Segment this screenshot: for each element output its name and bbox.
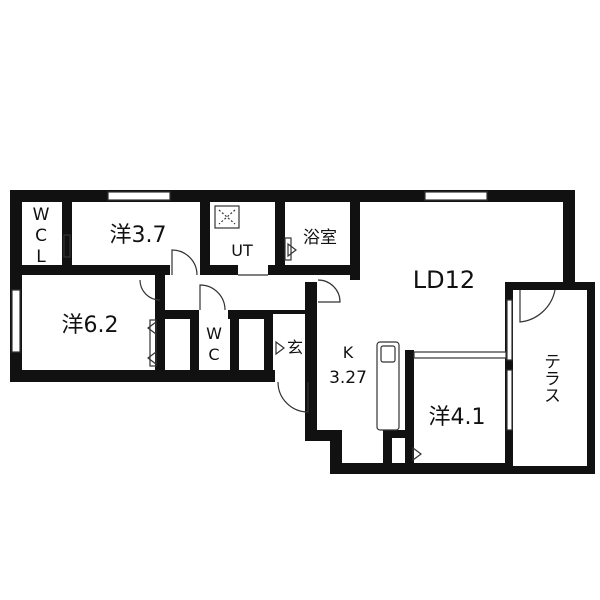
door-w62-swing [139, 279, 161, 301]
wall-w62-right [155, 275, 165, 382]
label-wcl-l: L [36, 247, 46, 267]
wall-terrace-bottom [505, 466, 595, 474]
w62-closet-door [149, 319, 157, 367]
label-ut: UT [231, 241, 253, 260]
door-entrance-swing [277, 381, 309, 413]
kitchen-counter [376, 341, 400, 431]
wall-upper-bottom-3 [268, 265, 360, 275]
wall-w41-left [383, 430, 392, 474]
kitchen-sink [380, 345, 396, 363]
washer-cross-1 [218, 209, 236, 225]
wall-entrance-right [305, 300, 317, 382]
wall-w41-left-top [405, 350, 414, 470]
label-wc-w: W [206, 324, 222, 343]
door-w37-swing [171, 249, 198, 276]
door-ld-swing [317, 279, 341, 303]
wall-w41-inner-bottom [383, 430, 413, 438]
label-terrace: テラス [540, 353, 560, 404]
wall-bottom-left [10, 370, 275, 382]
wall-kitchen-step [305, 430, 342, 441]
windows [11, 191, 513, 431]
label-wcl-w: W [33, 205, 50, 225]
wall-wcl-right [62, 190, 72, 272]
door-indicator-w62-a [147, 320, 157, 336]
wall-upper-bottom-2 [200, 265, 238, 275]
washer-pan [214, 205, 240, 229]
bath-door [284, 237, 292, 261]
window-terrace-left-lower [506, 369, 513, 431]
label-wc-c: C [208, 345, 219, 364]
wall-w62-right-inner [155, 310, 195, 319]
window-w41-top [413, 351, 507, 359]
doors [63, 205, 556, 462]
door-indicator-entrance [275, 340, 285, 356]
label-bath: 浴室 [303, 228, 337, 248]
wall-wc-left [190, 310, 199, 382]
wall-terrace-right [587, 282, 595, 474]
label-wcl-c: C [35, 226, 47, 246]
window-top-left [107, 191, 171, 201]
wall-bottom-right [330, 463, 513, 474]
label-entrance: 玄 [287, 338, 303, 357]
door-indicator-w62-b [147, 350, 157, 366]
washer-cross-2 [218, 209, 236, 225]
wall-terrace-top [505, 282, 595, 290]
window-top-right [424, 191, 488, 201]
wall-closet-right [264, 310, 273, 382]
label-kitchen-size: 3.27 [329, 368, 367, 388]
label-ld: LD12 [413, 266, 475, 294]
door-indicator-bath [287, 242, 297, 258]
wall-upper-bottom-1 [10, 265, 170, 275]
wall-top-left [10, 190, 360, 202]
label-western-2: 洋6.2 [62, 313, 119, 338]
window-terrace-left [506, 299, 513, 361]
wall-bath-right [350, 190, 360, 280]
wall-right-upper [563, 190, 575, 290]
label-western-3: 洋4.1 [429, 405, 486, 430]
label-kitchen: K [343, 343, 354, 362]
wall-left-upper [10, 190, 22, 272]
wall-ut-right [275, 190, 285, 272]
wall-w37-right [200, 190, 210, 272]
closet-wcl-door [63, 234, 71, 258]
wall-wc-right [230, 310, 239, 382]
wall-wc-top [228, 310, 273, 319]
window-left [11, 289, 21, 353]
door-hall-swing [199, 284, 226, 311]
door-indicator-w41 [412, 446, 422, 462]
wall-entrance-top [273, 310, 317, 314]
room-labels: W C L 洋3.7 UT 浴室 LD12 洋6.2 W C 玄 K 3.27 … [33, 205, 560, 430]
door-terrace-swing [519, 289, 556, 323]
label-western-1: 洋3.7 [110, 223, 167, 248]
